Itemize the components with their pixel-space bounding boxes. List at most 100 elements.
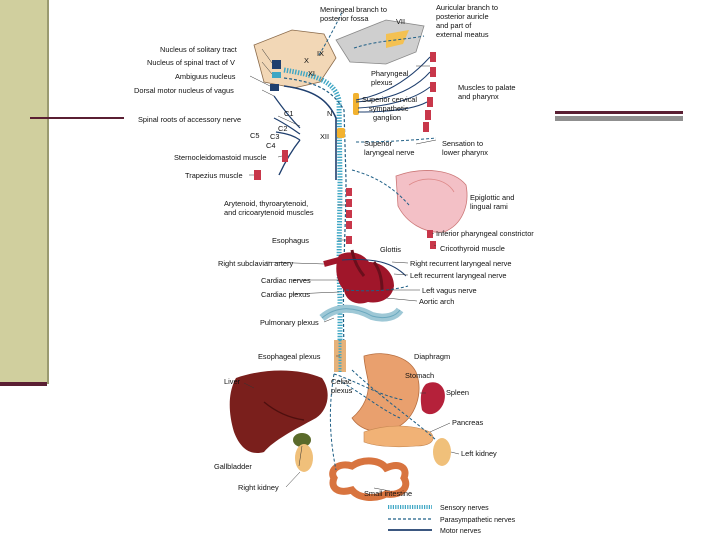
- vagus-trunk-parasympathetic: [283, 77, 347, 351]
- sidebar-band: [0, 0, 47, 384]
- label-esophageal-plexus: Esophageal plexus: [258, 352, 321, 361]
- cricothyroid-block: [430, 241, 436, 249]
- title-rule-right-shadow: [555, 116, 683, 121]
- label-spleen: Spleen: [446, 388, 469, 397]
- pancreas: [363, 425, 434, 448]
- label-ix: IX: [317, 49, 324, 58]
- gastric-branches: [333, 373, 405, 419]
- label-accessory-roots: Spinal roots of accessory nerve: [138, 115, 241, 124]
- label-celiac-2: plexus: [331, 386, 353, 395]
- label-glottis: Glottis: [380, 245, 401, 254]
- intestinal-branch: [329, 373, 337, 471]
- label-small-intestine: Small intestine: [364, 489, 412, 498]
- legend-sensory-label: Sensory nerves: [440, 505, 489, 512]
- label-right-subclavian: Right subclavian artery: [218, 259, 293, 268]
- label-pharyngeal-plexus-1: Pharyngeal: [371, 69, 409, 78]
- stomach: [351, 353, 420, 432]
- small-intestine: [329, 457, 410, 501]
- auricular-branch: [353, 35, 425, 49]
- cervical-ganglion: [353, 93, 359, 115]
- superior-laryngeal-branch: [351, 169, 410, 206]
- label-gallbladder: Gallbladder: [214, 462, 252, 471]
- label-auricular-4: external meatus: [436, 30, 489, 39]
- heart: [336, 252, 394, 304]
- label-auricular-3: and part of: [436, 21, 472, 30]
- vagus-nerve-figure: Meningeal branch to posterior fossa VII …: [124, 0, 555, 540]
- label-left-kidney: Left kidney: [461, 449, 497, 458]
- label-solitary: Nucleus of solitary tract: [160, 45, 237, 54]
- subclavian-artery: [323, 257, 340, 267]
- label-spinal-v: Nucleus of spinal tract of V: [147, 58, 235, 67]
- legend-motor-label: Motor nerves: [440, 528, 481, 535]
- solitary-nucleus: [272, 60, 281, 69]
- label-palate-1: Muscles to palate: [458, 83, 516, 92]
- label-auricular-1: Auricular branch to: [436, 3, 498, 12]
- gallbladder: [293, 433, 311, 447]
- left-kidney: [433, 438, 451, 466]
- label-c2: C2: [278, 124, 287, 133]
- label-sensation-1: Sensation to: [442, 139, 483, 148]
- label-right-kidney: Right kidney: [238, 483, 279, 492]
- label-meningeal-1: Meningeal branch to: [320, 5, 387, 14]
- label-cervical-ganglion-3: ganglion: [373, 113, 401, 122]
- label-superior-laryngeal-2: laryngeal nerve: [364, 148, 415, 157]
- arytenoid-muscles: [346, 188, 352, 244]
- palate-muscles: [423, 52, 436, 132]
- label-vii: VII: [396, 17, 405, 26]
- label-auricular-2: posterior auricle: [436, 12, 489, 21]
- larynx: [395, 170, 468, 233]
- meningeal-branch: [318, 11, 343, 56]
- label-inferior-constrictor: Inferior pharyngeal constrictor: [436, 229, 534, 238]
- title-rule-left: [30, 117, 134, 119]
- label-liver: Liver: [224, 377, 241, 386]
- label-xii: XII: [320, 132, 329, 141]
- label-palate-2: and pharynx: [458, 92, 499, 101]
- spinal-v-nucleus: [272, 72, 281, 78]
- vagus-trunk-motor: [283, 85, 337, 180]
- label-sternocleidomastoid: Sternocleidomastoid muscle: [174, 153, 266, 162]
- label-cervical-ganglion-1: Superior cervical: [362, 95, 417, 104]
- accessory-to-trapezius: [278, 139, 301, 176]
- label-left-vagus: Left vagus nerve: [422, 286, 477, 295]
- trapezius-block: [254, 170, 261, 180]
- label-diaphragm: Diaphragm: [414, 352, 450, 361]
- sidebar-edge: [47, 0, 49, 384]
- pharyngeal-branches: [355, 56, 431, 113]
- title-rule-right: [555, 111, 683, 114]
- legend-parasympathetic-label: Parasympathetic nerves: [440, 517, 516, 524]
- nodose-ganglion: [337, 128, 345, 138]
- label-meningeal-2: posterior fossa: [320, 14, 369, 23]
- label-c1: C1: [284, 109, 293, 118]
- label-cervical-ganglion-2: sympathetic: [369, 104, 409, 113]
- label-n: N: [327, 109, 332, 118]
- vagus-diagram: Meningeal branch to posterior fossa VII …: [134, 3, 534, 535]
- label-stomach: Stomach: [405, 371, 434, 380]
- label-ambiguus: Ambiguus nucleus: [175, 72, 236, 81]
- left-vagus-branch: [345, 285, 409, 292]
- label-sensation-2: lower pharynx: [442, 148, 488, 157]
- label-pancreas: Pancreas: [452, 418, 484, 427]
- sidebar-rule: [0, 382, 47, 386]
- auricular-ganglion: [386, 30, 409, 48]
- spleen: [420, 382, 445, 415]
- label-esophagus: Esophagus: [272, 236, 309, 245]
- label-epiglottic-1: Epiglottic and: [470, 193, 514, 202]
- label-c3: C3: [270, 132, 279, 141]
- label-trapezius: Trapezius muscle: [185, 171, 243, 180]
- label-cricothyroid: Cricothyroid muscle: [440, 244, 505, 253]
- label-right-recurrent: Right recurrent laryngeal nerve: [410, 259, 511, 268]
- label-c5: C5: [250, 131, 259, 140]
- label-dorsal-motor: Dorsal motor nucleus of vagus: [134, 86, 234, 95]
- legend: Sensory nerves Parasympathetic nerves Mo…: [388, 505, 516, 535]
- label-x: X: [304, 56, 309, 65]
- label-c4: C4: [266, 141, 275, 150]
- label-left-recurrent: Left recurrent laryngeal nerve: [410, 271, 507, 280]
- inferior-constrictor-block: [427, 230, 433, 238]
- label-arytenoid-1: Arytenoid, thyroarytenoid,: [224, 199, 308, 208]
- leader-lines: [243, 48, 460, 492]
- ambiguus-nucleus: [270, 84, 279, 91]
- label-xi: XI: [308, 69, 315, 78]
- right-kidney: [295, 444, 313, 472]
- accessory-roots: [273, 95, 301, 141]
- recurrent-laryngeal-right: [341, 259, 407, 277]
